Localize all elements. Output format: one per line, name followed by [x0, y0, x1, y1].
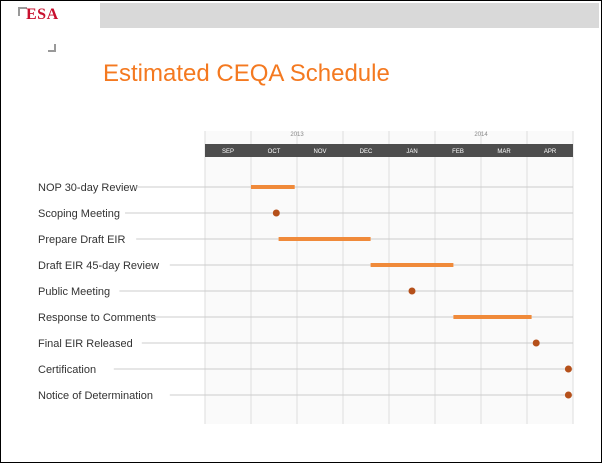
month-label: FEB — [452, 149, 464, 155]
task-label: Notice of Determination — [38, 390, 153, 402]
task-bar — [370, 263, 454, 267]
task-label: Final EIR Released — [38, 338, 133, 350]
milestone-marker — [408, 287, 416, 295]
task-label: NOP 30-day Review — [38, 182, 138, 194]
slide-title: Estimated CEQA Schedule — [103, 60, 390, 87]
month-label: JAN — [406, 149, 417, 155]
logo-corner-icon — [48, 44, 56, 52]
year-label: 2014 — [474, 132, 488, 138]
milestone-marker — [564, 391, 572, 399]
month-header-band — [205, 144, 573, 157]
task-label: Response to Comments — [38, 312, 156, 324]
task-label: Certification — [38, 364, 96, 376]
logo-corner-icon — [18, 7, 27, 16]
task-label: Prepare Draft EIR — [38, 234, 125, 246]
task-label: Scoping Meeting — [38, 208, 120, 220]
task-bar — [278, 237, 371, 241]
month-label: APR — [544, 149, 557, 155]
milestone-marker — [564, 365, 572, 373]
header-band — [100, 3, 599, 28]
esa-logo: ESA — [26, 6, 59, 23]
milestone-marker — [272, 209, 280, 217]
month-label: SEP — [222, 149, 234, 155]
task-bar — [251, 185, 295, 189]
month-label: NOV — [313, 149, 326, 155]
task-label: Draft EIR 45-day Review — [38, 260, 159, 272]
month-label: OCT — [268, 149, 281, 155]
task-bar — [453, 315, 532, 319]
month-label: DEC — [360, 149, 373, 155]
year-label: 2013 — [290, 132, 304, 138]
task-label: Public Meeting — [38, 286, 110, 298]
milestone-marker — [532, 339, 540, 347]
month-label: MAR — [497, 149, 511, 155]
